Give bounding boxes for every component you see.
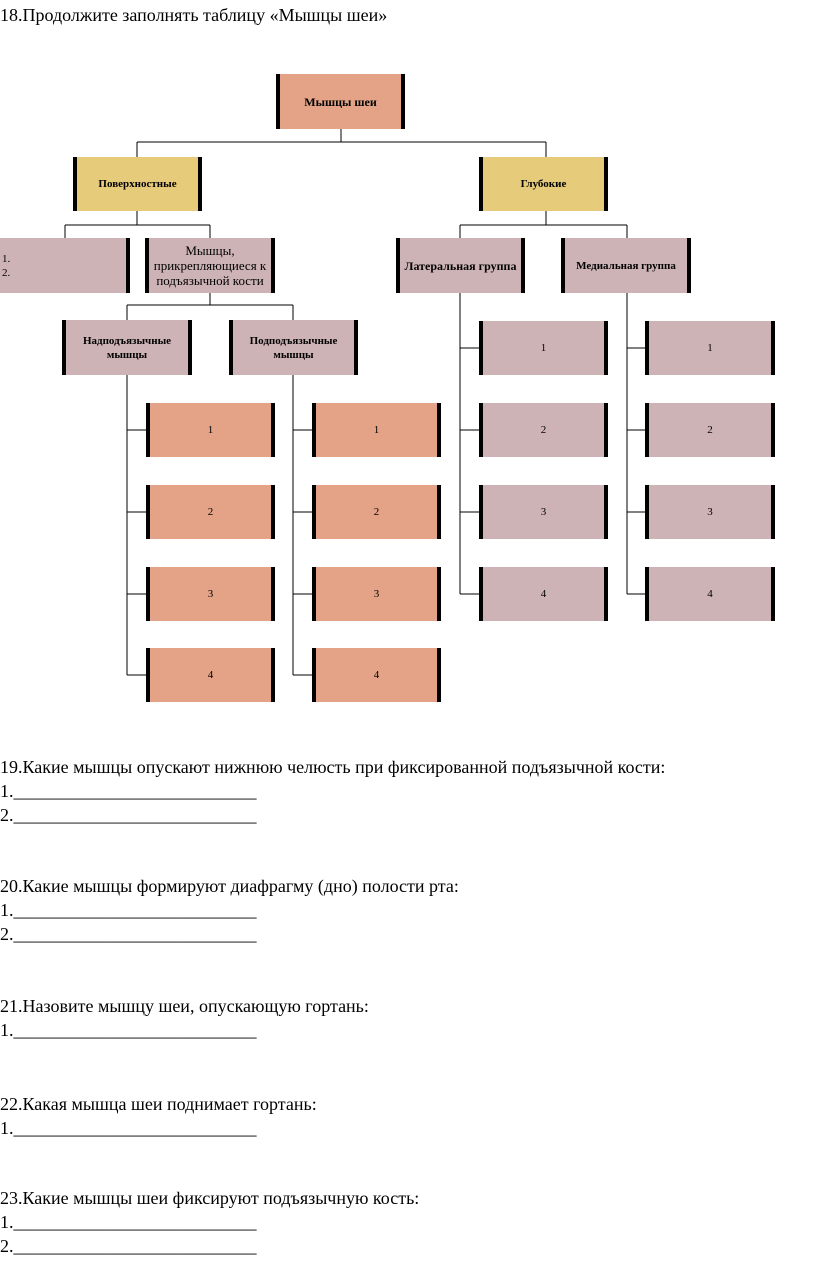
slot-number: 4: [207, 669, 214, 681]
question-19: 19.Какие мышцы опускают нижнюю челюсть п…: [0, 755, 816, 827]
lateral-slot-3: 3: [479, 485, 608, 539]
medial-slot-2: 2: [645, 403, 775, 457]
lateral-slot-2: 2: [479, 403, 608, 457]
slot-number: 1: [540, 342, 547, 354]
deep-label: Глубокие: [520, 178, 567, 190]
hyoid-box: Мышцы, прикрепляющиеся к подъязычной кос…: [145, 238, 275, 293]
question-text: 19.Какие мышцы опускают нижнюю челюсть п…: [0, 757, 666, 777]
slot-number: 3: [540, 506, 547, 518]
question-22: 22.Какая мышца шеи поднимает гортань: 1.…: [0, 1092, 816, 1140]
root-box: Мышцы шеи: [276, 74, 405, 129]
slot-number: 2: [707, 424, 713, 436]
infrahyoid-slot-2: 2: [312, 485, 441, 539]
question-text: 23.Какие мышцы шеи фиксируют подъязычную…: [0, 1188, 420, 1208]
answer-line[interactable]: 1.___________________________: [0, 1212, 257, 1232]
slot-number: 2: [373, 506, 380, 518]
surface-list-item: 1.: [2, 252, 11, 265]
connector-lines: [64, 129, 647, 676]
slot-number: 4: [373, 669, 380, 681]
slot-number: 3: [207, 588, 214, 600]
answer-line[interactable]: 1.___________________________: [0, 900, 257, 920]
infrahyoid-slot-4: 4: [312, 648, 441, 702]
suprahyoid-slot-4: 4: [146, 648, 275, 702]
medial-box: Медиальная группа: [561, 238, 691, 293]
hyoid-label: Мышцы, прикрепляющиеся к подъязычной кос…: [153, 243, 267, 288]
slot-number: 3: [373, 588, 380, 600]
answer-line[interactable]: 2.___________________________: [0, 924, 257, 944]
suprahyoid-label: Надподъязычные мышцы: [82, 334, 172, 361]
slot-number: 4: [707, 588, 713, 600]
answer-line[interactable]: 2.___________________________: [0, 805, 257, 825]
infrahyoid-slot-3: 3: [312, 567, 441, 621]
infrahyoid-slot-1: 1: [312, 403, 441, 457]
slot-number: 3: [707, 506, 713, 518]
surface-list-box: 1. 2.: [0, 238, 130, 293]
question-20: 20.Какие мышцы формируют диафрагму (дно)…: [0, 874, 816, 946]
lateral-slot-4: 4: [479, 567, 608, 621]
question-text: 21.Назовите мышцу шеи, опускающую гортан…: [0, 996, 369, 1016]
medial-slot-4: 4: [645, 567, 775, 621]
answer-line[interactable]: 1.___________________________: [0, 781, 257, 801]
question-23: 23.Какие мышцы шеи фиксируют подъязычную…: [0, 1186, 816, 1258]
medial-label: Медиальная группа: [576, 259, 676, 272]
slot-number: 2: [207, 506, 214, 518]
surface-label: Поверхностные: [98, 178, 177, 190]
medial-slot-3: 3: [645, 485, 775, 539]
slot-number: 4: [540, 588, 547, 600]
lateral-slot-1: 1: [479, 321, 608, 375]
infrahyoid-box: Подподъязычные мышцы: [229, 320, 358, 375]
slot-number: 1: [207, 424, 214, 436]
slot-number: 2: [540, 424, 547, 436]
suprahyoid-slot-2: 2: [146, 485, 275, 539]
answer-line[interactable]: 2.___________________________: [0, 1236, 257, 1256]
question-text: 22.Какая мышца шеи поднимает гортань:: [0, 1094, 317, 1114]
lateral-label: Латеральная группа: [404, 258, 517, 273]
deep-box: Глубокие: [479, 157, 608, 211]
task-heading: 18.Продолжите заполнять таблицу «Мышцы ш…: [0, 5, 388, 25]
suprahyoid-slot-3: 3: [146, 567, 275, 621]
slot-number: 1: [373, 424, 380, 436]
surface-list-item: 2.: [2, 266, 11, 279]
medial-slot-1: 1: [645, 321, 775, 375]
answer-line[interactable]: 1.___________________________: [0, 1118, 257, 1138]
lateral-box: Латеральная группа: [396, 238, 525, 293]
infrahyoid-label: Подподъязычные мышцы: [249, 334, 338, 361]
question-text: 20.Какие мышцы формируют диафрагму (дно)…: [0, 876, 459, 896]
answer-line[interactable]: 1.___________________________: [0, 1020, 257, 1040]
question-21: 21.Назовите мышцу шеи, опускающую гортан…: [0, 994, 816, 1042]
surface-box: Поверхностные: [73, 157, 202, 211]
slot-number: 1: [707, 342, 713, 354]
root-label: Мышцы шеи: [304, 94, 377, 109]
suprahyoid-box: Надподъязычные мышцы: [62, 320, 192, 375]
suprahyoid-slot-1: 1: [146, 403, 275, 457]
